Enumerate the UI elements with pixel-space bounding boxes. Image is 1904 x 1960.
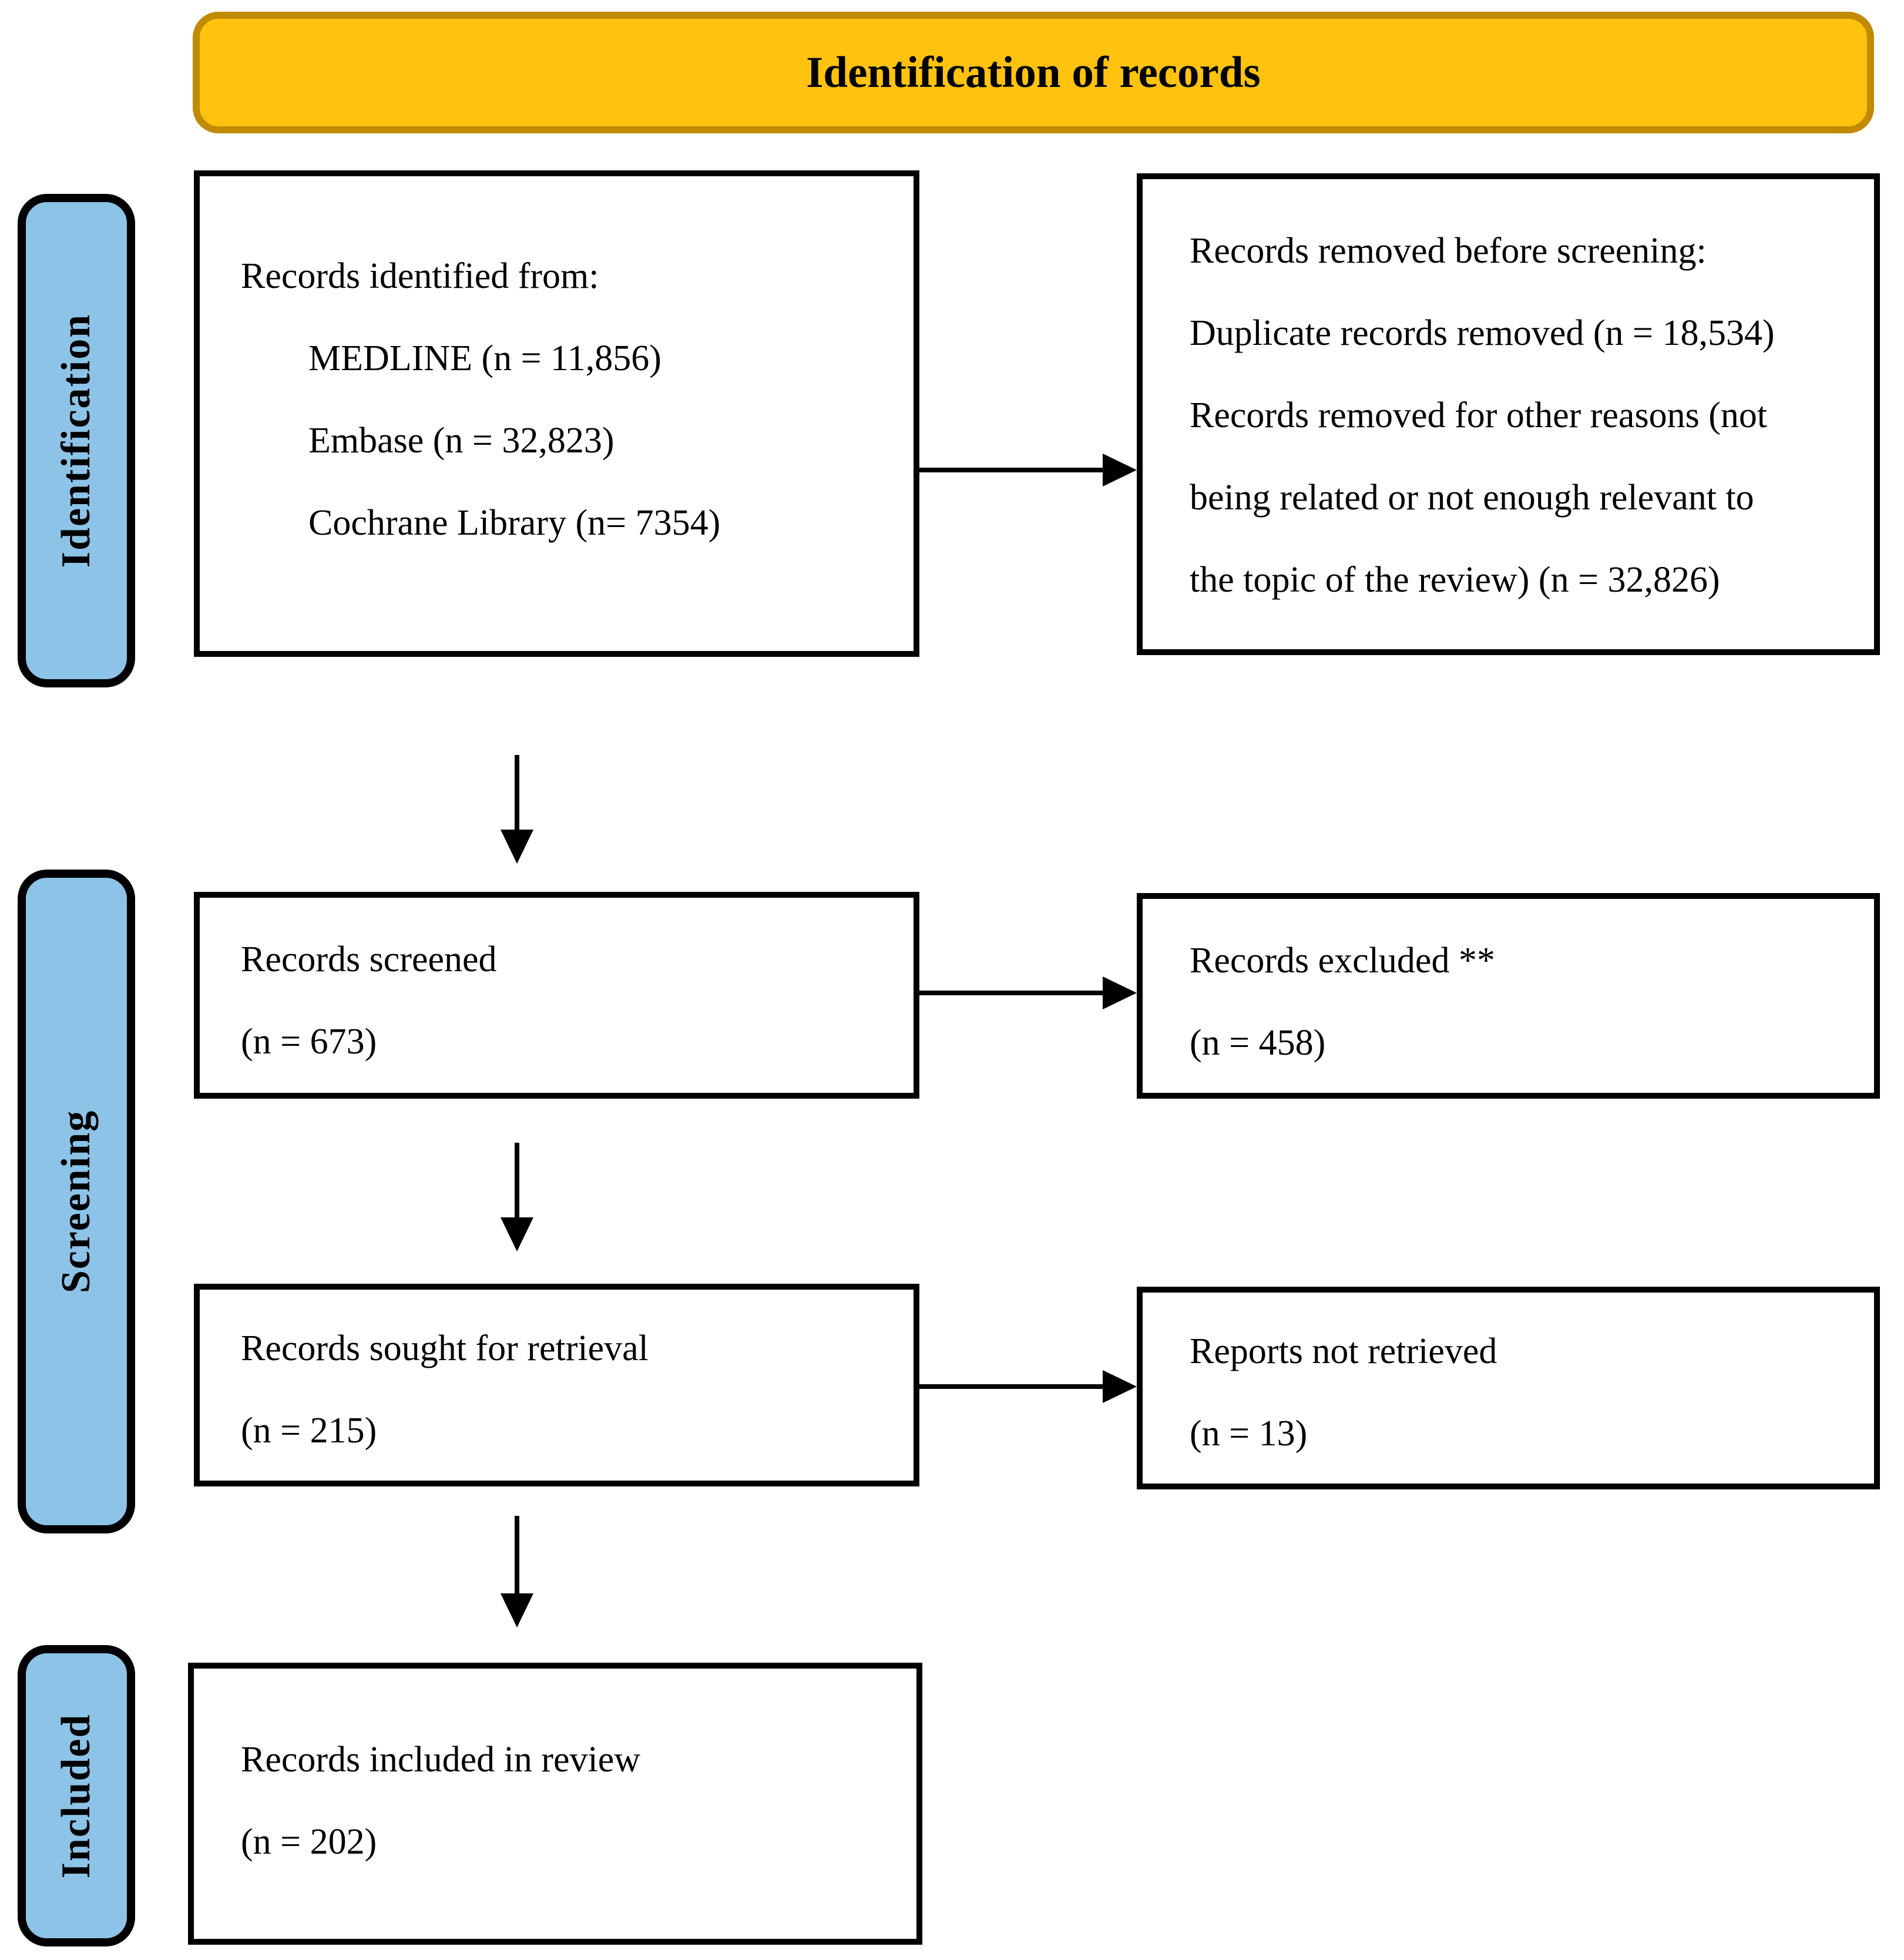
records-screened-count: (n = 673)	[241, 1022, 377, 1062]
records-excluded-label: Records excluded **	[1190, 941, 1495, 981]
arrow-shaft	[919, 991, 1104, 995]
box-records-excluded: Records excluded ** (n = 458)	[1137, 893, 1880, 1099]
diagram-title: Identification of records	[806, 48, 1261, 97]
records-identified-cochrane: Cochrane Library (n= 7354)	[308, 503, 721, 543]
stage-label-screening-text: Screening	[53, 1109, 99, 1294]
arrow-head-right-icon	[1103, 454, 1137, 486]
stage-label-identification: Identification	[18, 194, 135, 687]
arrow-head-right-icon	[1103, 976, 1137, 1009]
records-removed-other-1: Records removed for other reasons (not	[1190, 395, 1768, 435]
records-removed-duplicates: Duplicate records removed (n = 18,534)	[1190, 313, 1775, 353]
arrow-identified-to-removed	[919, 454, 1137, 486]
stage-label-included: Included	[18, 1645, 135, 1946]
records-included-label: Records included in review	[241, 1740, 641, 1780]
records-identified-heading: Records identified from:	[241, 256, 599, 296]
arrow-shaft	[919, 1384, 1104, 1389]
arrow-head-right-icon	[1103, 1370, 1137, 1403]
arrow-sought-to-included	[501, 1516, 533, 1627]
box-records-included-in-review: Records included in review (n = 202)	[188, 1663, 922, 1945]
records-removed-other-3: the topic of the review) (n = 32,826)	[1190, 560, 1720, 600]
arrow-shaft	[515, 755, 519, 831]
records-identified-embase: Embase (n = 32,823)	[308, 421, 614, 461]
box-records-sought-for-retrieval: Records sought for retrieval (n = 215)	[194, 1284, 919, 1486]
box-records-removed-before-screening: Records removed before screening: Duplic…	[1137, 173, 1880, 655]
arrow-shaft	[515, 1516, 519, 1595]
box-reports-not-retrieved: Reports not retrieved (n = 13)	[1137, 1287, 1880, 1489]
reports-not-retrieved-count: (n = 13)	[1190, 1414, 1308, 1454]
arrow-sought-to-not-retrieved	[919, 1370, 1137, 1403]
arrow-head-down-icon	[501, 1593, 533, 1627]
arrow-shaft	[919, 468, 1104, 472]
arrow-shaft	[515, 1143, 519, 1219]
stage-label-identification-text: Identification	[53, 313, 99, 568]
stage-label-included-text: Included	[53, 1713, 99, 1878]
arrow-screened-to-excluded	[919, 976, 1137, 1009]
stage-label-screening: Screening	[18, 870, 135, 1533]
box-records-identified: Records identified from: MEDLINE (n = 11…	[194, 170, 919, 657]
records-identified-medline: MEDLINE (n = 11,856)	[308, 338, 661, 378]
arrow-identified-to-screened	[501, 755, 533, 864]
arrow-screened-to-sought	[501, 1143, 533, 1251]
records-removed-heading: Records removed before screening:	[1190, 231, 1707, 271]
header-banner: Identification of records	[193, 12, 1874, 133]
records-sought-label: Records sought for retrieval	[241, 1328, 649, 1368]
records-sought-count: (n = 215)	[241, 1411, 377, 1451]
arrow-head-down-icon	[501, 830, 533, 864]
records-included-count: (n = 202)	[241, 1822, 377, 1862]
arrow-head-down-icon	[501, 1217, 533, 1251]
box-records-screened: Records screened (n = 673)	[194, 892, 919, 1099]
records-screened-label: Records screened	[241, 939, 497, 979]
records-removed-other-2: being related or not enough relevant to	[1190, 478, 1754, 518]
reports-not-retrieved-label: Reports not retrieved	[1190, 1331, 1497, 1371]
records-excluded-count: (n = 458)	[1190, 1023, 1326, 1063]
